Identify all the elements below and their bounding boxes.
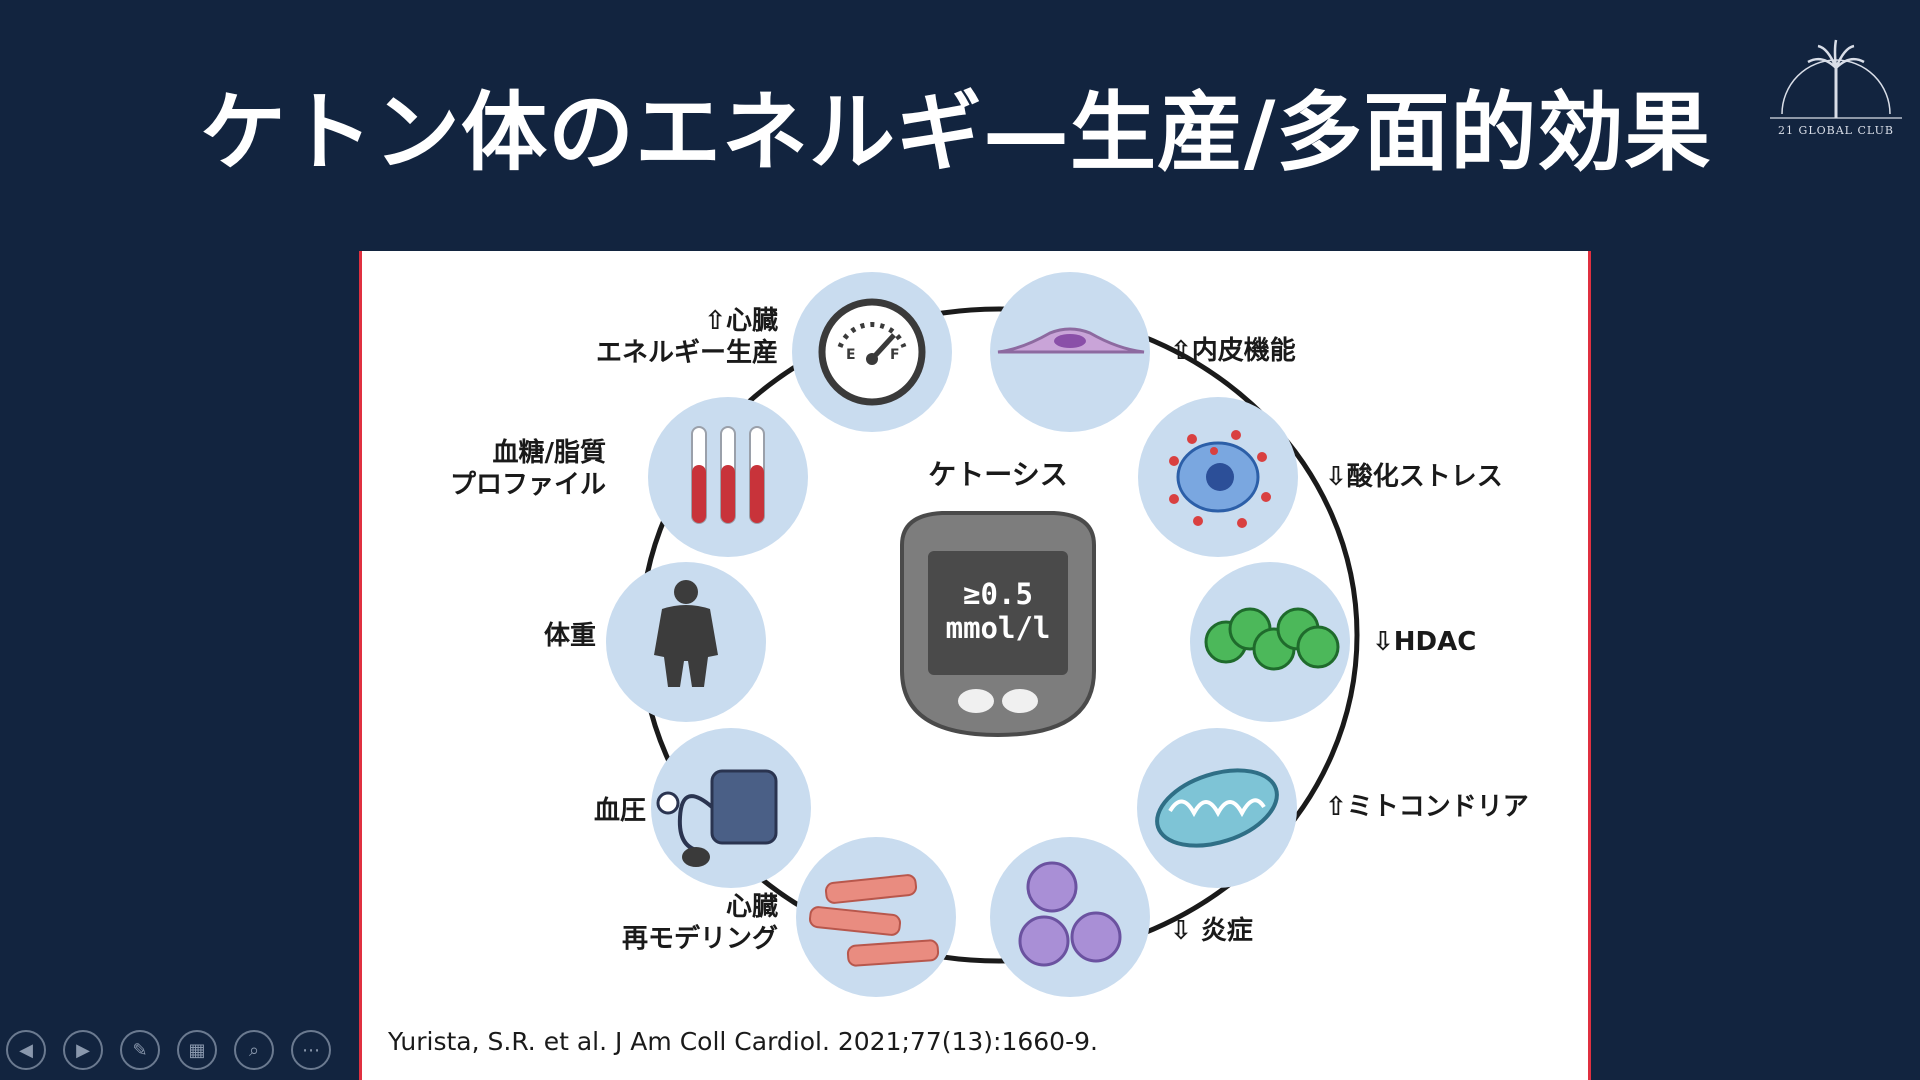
center-label: ケトーシス <box>928 458 1068 491</box>
label-line: エネルギー生産 <box>595 338 778 368</box>
svg-text:F: F <box>890 347 900 363</box>
label-glucose: 血糖/脂質 プロファイル <box>402 437 606 501</box>
citation: Yurista, S.R. et al. J Am Coll Cardiol. … <box>388 1027 1098 1056</box>
slides-icon[interactable]: ▦ <box>177 1030 217 1070</box>
label-line: ⇧内皮機能 <box>1170 336 1296 366</box>
label-line: 体重 <box>543 621 596 651</box>
label-line: 血圧 <box>593 796 646 826</box>
svg-text:E: E <box>846 347 856 363</box>
label-mito: ⇧ミトコンドリア <box>1325 791 1529 823</box>
label-line: ⇧ミトコンドリア <box>1325 792 1529 822</box>
fuel-gauge-icon: E F <box>818 298 926 406</box>
more-icon[interactable]: ⋯ <box>291 1030 331 1070</box>
club-logo: 21 GLOBAL CLUB <box>1768 32 1904 142</box>
figure-panel: E F <box>359 251 1591 1080</box>
logo-text: 21 GLOBAL CLUB <box>1778 124 1894 137</box>
palm-logo-icon <box>1770 39 1902 119</box>
label-inflammation: ⇩ 炎症 <box>1170 915 1253 947</box>
label-bp: 血圧 <box>482 795 646 827</box>
label-line: 再モデリング <box>621 924 778 954</box>
bp-cuff-icon <box>656 769 778 867</box>
meter-reading: ≥0.5 mmol/l <box>932 577 1064 645</box>
label-remodeling: 心臓 再モデリング <box>542 891 778 955</box>
label-heart-energy: ⇧心臓 エネルギー生産 <box>542 305 778 369</box>
label-line: ⇩ 炎症 <box>1170 916 1253 946</box>
previous-icon[interactable]: ◀ <box>6 1030 46 1070</box>
label-line: ⇧心臓 <box>704 306 778 336</box>
endothelial-cell-icon <box>997 327 1145 354</box>
mitochondria-icon <box>1155 768 1279 848</box>
slide-title: ケトン体のエネルギ—生産/多面的効果 <box>200 83 1712 183</box>
meter-reading-unit: mmol/l <box>945 611 1051 645</box>
label-line: 血糖/脂質 <box>492 438 607 468</box>
meter-reading-value: ≥0.5 <box>963 577 1033 611</box>
label-hdac: ⇩HDAC <box>1372 626 1476 658</box>
label-line: ⇩酸化ストレス <box>1325 462 1503 492</box>
label-weight: 体重 <box>432 620 596 652</box>
zoom-icon[interactable]: ⌕ <box>234 1030 274 1070</box>
nucleosome-icon <box>1204 607 1340 671</box>
label-endothelial: ⇧内皮機能 <box>1170 335 1296 367</box>
test-tubes-icon <box>691 426 765 524</box>
label-line: 心臓 <box>725 892 778 922</box>
label-line: プロファイル <box>449 470 606 500</box>
ketone-meter-icon <box>900 511 1096 738</box>
oxidative-cell-icon <box>1169 430 1271 528</box>
cardiomyocytes-icon <box>808 874 940 967</box>
label-oxidative: ⇩酸化ストレス <box>1325 461 1503 493</box>
next-icon[interactable]: ▶ <box>63 1030 103 1070</box>
ketosis-ring-diagram: E F <box>606 272 1360 997</box>
node-circle <box>990 837 1150 997</box>
label-line: ⇩HDAC <box>1372 627 1477 657</box>
body-silhouette-icon <box>654 580 718 687</box>
pen-icon[interactable]: ✎ <box>120 1030 160 1070</box>
immune-cells-icon <box>1018 861 1122 967</box>
